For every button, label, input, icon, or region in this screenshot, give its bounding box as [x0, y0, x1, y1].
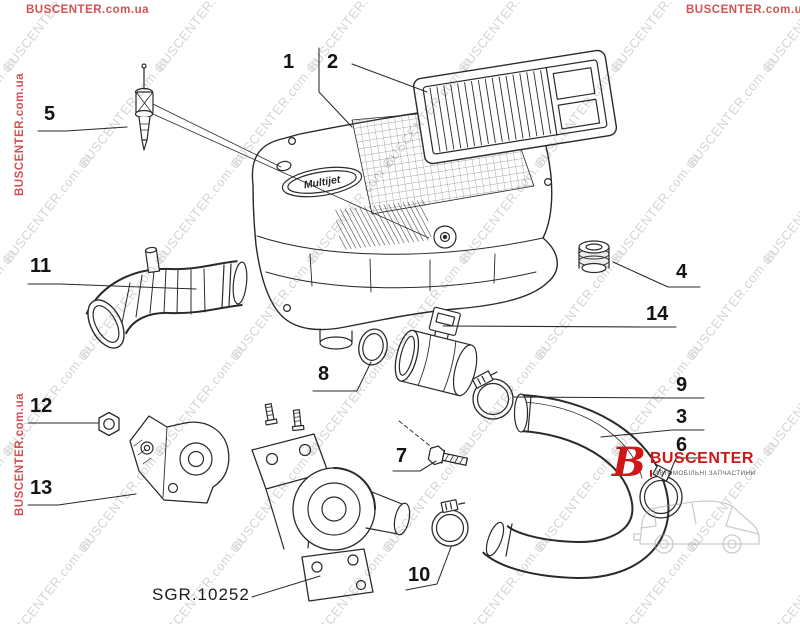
- buscenter-logo: B BUSCENTER АВТОМОБІЛЬНІ ЗАПЧАСТИНИ: [612, 439, 792, 560]
- stud-bolt: [264, 403, 278, 426]
- callout-7: 7: [396, 445, 408, 467]
- hose-mouth: [87, 299, 125, 349]
- maf-sensor: [394, 306, 478, 397]
- assembly-guide-line: [398, 420, 435, 450]
- callout-2: 2: [327, 51, 339, 73]
- air-filter-element: [412, 49, 618, 165]
- hose-clamp-lower: [431, 499, 469, 547]
- callout-10: 10: [408, 564, 431, 586]
- figure-part-code: SGR.10252: [152, 585, 250, 604]
- callout-4: 4: [676, 261, 688, 283]
- callout-11: 11: [30, 255, 52, 277]
- intake-duct-hose: [482, 393, 670, 579]
- callout-13: 13: [30, 477, 53, 499]
- callout-5: 5: [44, 103, 56, 125]
- stud-bolt: [291, 409, 305, 432]
- vent-hatch-texture: [334, 200, 432, 250]
- o-ring: [358, 328, 388, 366]
- mounting-bracket: [129, 415, 230, 504]
- mounting-grommet: [578, 240, 610, 274]
- intake-hose: [85, 246, 248, 349]
- valve-position-lines: [152, 103, 430, 239]
- logo-monogram: B: [612, 439, 646, 486]
- callout-14: 14: [646, 303, 669, 325]
- sensor-recess: [433, 225, 457, 249]
- air-box-cover: Multijet: [251, 103, 558, 350]
- callout-8: 8: [318, 363, 330, 385]
- outlet-port: [319, 336, 353, 350]
- bolt: [398, 420, 468, 466]
- maf-connector: [428, 306, 461, 336]
- callout-12: 12: [30, 395, 53, 417]
- nut: [98, 411, 120, 437]
- callout-leader-lines: [27, 47, 705, 598]
- badge-text: Multijet: [303, 174, 342, 192]
- callout-3: 3: [676, 406, 688, 428]
- logo-brand-name: BUSCENTER: [649, 450, 754, 467]
- hose-end-opening: [513, 393, 529, 433]
- callout-6: 6: [676, 434, 688, 456]
- multijet-badge: Multijet: [281, 166, 363, 198]
- van-sketch: [633, 500, 760, 554]
- hose-nipple: [144, 246, 161, 274]
- turbocharger-assembly: [251, 403, 411, 602]
- logo-tagline: АВТОМОБІЛЬНІ ЗАПЧАСТИНИ: [649, 470, 755, 477]
- drain-valve: [134, 63, 154, 151]
- callout-1: 1: [283, 51, 295, 73]
- callout-9: 9: [676, 374, 688, 396]
- hose-clamp-right: [639, 464, 683, 519]
- hose-clamp-upper: [471, 370, 514, 420]
- valve-port-hole: [276, 160, 292, 172]
